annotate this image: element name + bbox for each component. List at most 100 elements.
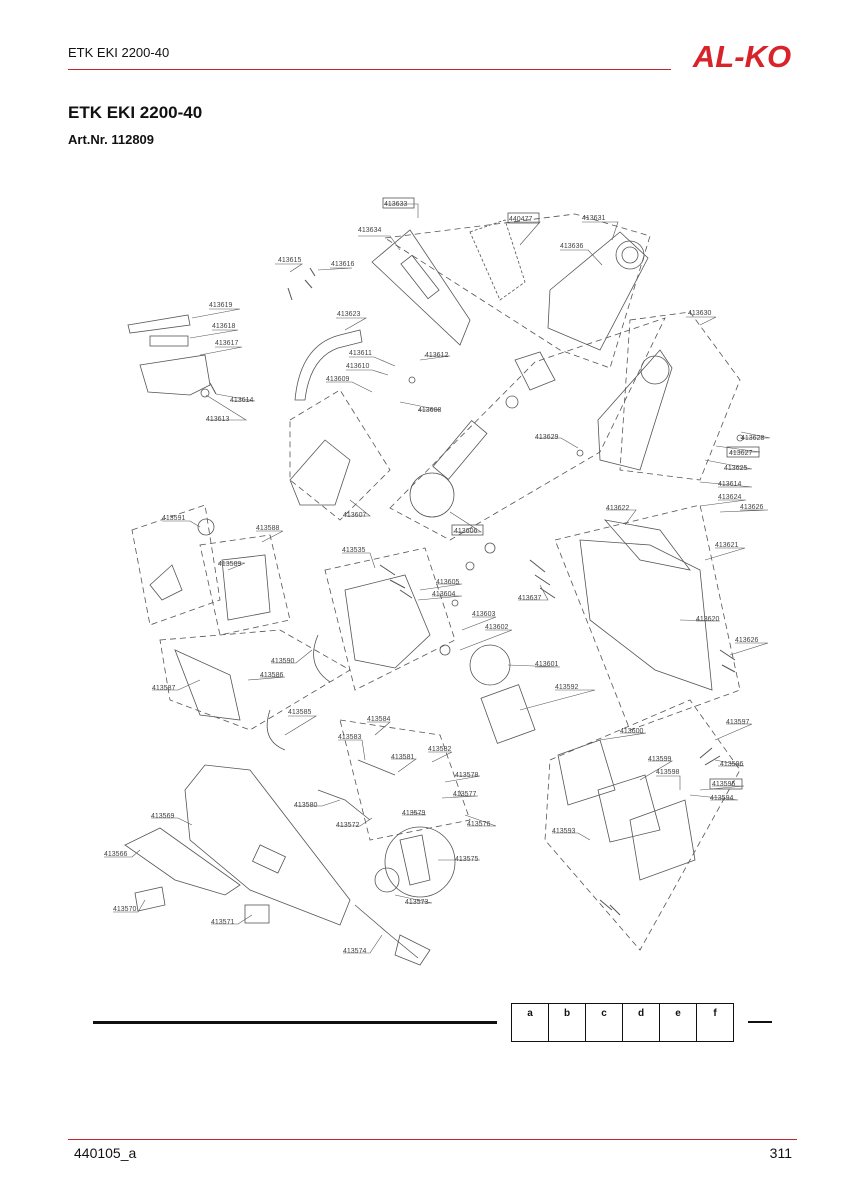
- brake-lever: [317, 789, 371, 821]
- field-coil: [597, 774, 661, 843]
- chain-bar: [371, 229, 471, 346]
- part-label-413616: 413616: [331, 261, 354, 268]
- part-label-413574: 413574: [343, 948, 366, 955]
- oil-tank-guard: [514, 351, 556, 391]
- part-label-413572: 413572: [336, 822, 359, 829]
- part-label-413628: 413628: [741, 435, 764, 442]
- part-label-413593: 413593: [552, 828, 575, 835]
- page-number: 311: [769, 1145, 792, 1161]
- drive-cover: [597, 349, 673, 471]
- part-label-413576: 413576: [467, 821, 490, 828]
- vent-grille: [251, 844, 287, 874]
- part-label-413614: 413614: [230, 397, 253, 404]
- part-label-413625: 413625: [724, 465, 747, 472]
- logo-text: AL-KO: [692, 40, 791, 72]
- motor-stator: [480, 684, 536, 744]
- part-label-413600: 413600: [620, 728, 643, 735]
- part-label-413604: 413604: [432, 591, 455, 598]
- handle-plate: [127, 314, 191, 334]
- header-rule: [68, 69, 671, 70]
- part-label-413603: 413603: [472, 611, 495, 618]
- part-label-413594: 413594: [710, 795, 733, 802]
- small-grille: [244, 904, 270, 924]
- group-outline-pump: [199, 534, 291, 636]
- part-label-413585: 413585: [288, 709, 311, 716]
- part-label-413623: 413623: [337, 311, 360, 318]
- nameplate: [134, 886, 166, 912]
- part-label-413620: 413620: [696, 616, 719, 623]
- part-label-413579: 413579: [402, 810, 425, 817]
- part-label-413596: 413596: [720, 761, 743, 768]
- part-label-413619: 413619: [209, 302, 232, 309]
- part-label-413612: 413612: [425, 352, 448, 359]
- cord-strain-relief: [374, 867, 400, 893]
- part-label-413633: 413633: [384, 201, 407, 208]
- screws: [209, 267, 736, 916]
- group-outline-oil: [289, 389, 391, 521]
- part-label-413583: 413583: [338, 734, 361, 741]
- part-label-413599: 413599: [648, 756, 671, 763]
- bar-slot: [400, 254, 440, 300]
- legend-cell-d: d: [622, 1003, 660, 1042]
- oil-tank: [221, 554, 271, 621]
- spur-gear: [409, 472, 455, 518]
- part-label-413608: 413608: [418, 407, 441, 414]
- part-label-413598: 413598: [656, 769, 679, 776]
- part-label-413614-b: 413614: [718, 481, 741, 488]
- group-outline-oil-line: [159, 629, 351, 731]
- part-label-413569: 413569: [151, 813, 174, 820]
- part-label-413571: 413571: [211, 919, 234, 926]
- part-label-413624: 413624: [718, 494, 741, 501]
- group-outline-motor: [544, 699, 741, 951]
- housing-side-cover: [124, 827, 241, 896]
- part-label-413580: 413580: [294, 802, 317, 809]
- part-label-413607: 413607: [343, 512, 366, 519]
- part-label-413602: 413602: [485, 624, 508, 631]
- housing-shell-left: [184, 764, 351, 926]
- tank-cap: [197, 518, 215, 536]
- part-label-413629: 413629: [535, 434, 558, 441]
- oil-pump-bracket: [289, 439, 351, 506]
- motor-housing: [579, 539, 713, 691]
- part-label-413631: 413631: [582, 215, 605, 222]
- armature: [469, 644, 511, 686]
- footer-rule: [68, 1139, 797, 1140]
- saw-chain: [469, 219, 526, 301]
- part-label-413575: 413575: [455, 856, 478, 863]
- gear-housing: [344, 574, 431, 669]
- drive-spool: [640, 355, 670, 385]
- part-label-413609: 413609: [326, 376, 349, 383]
- part-label-413630: 413630: [688, 310, 711, 317]
- part-label-413582: 413582: [428, 746, 451, 753]
- chain-cover: [547, 231, 649, 351]
- part-label-413622: 413622: [606, 505, 629, 512]
- part-label-413634: 413634: [358, 227, 381, 234]
- part-label-413615: 413615: [278, 257, 301, 264]
- group-outline-bar: [389, 317, 666, 541]
- oil-hose: [313, 634, 331, 683]
- part-label-413605: 413605: [436, 579, 459, 586]
- cover-knob: [615, 240, 645, 270]
- group-outline-tank: [131, 504, 221, 626]
- handle-switch-grip: [139, 354, 211, 396]
- legend-rule: [93, 1021, 497, 1024]
- plug: [394, 934, 431, 966]
- part-label-413570: 413570: [113, 906, 136, 913]
- part-label-413578: 413578: [455, 772, 478, 779]
- front-handle: [294, 329, 363, 401]
- part-label-413601: 413601: [535, 661, 558, 668]
- group-outline-gear: [324, 547, 456, 691]
- part-label-413606: 413606: [454, 528, 477, 535]
- part-label-413610: 413610: [346, 363, 369, 370]
- part-label-413566: 413566: [104, 851, 127, 858]
- part-label-413613: 413613: [206, 416, 229, 423]
- part-label-413592: 413592: [555, 684, 578, 691]
- legend-dash: [748, 1021, 772, 1023]
- part-labels: 413633 440477 413631 413634 413636 41361…: [104, 201, 764, 955]
- legend-cell-a: a: [511, 1003, 549, 1042]
- pump-line: [266, 709, 286, 751]
- part-label-413587: 413587: [152, 685, 175, 692]
- part-label-413618: 413618: [212, 323, 235, 330]
- legend-cell-c: c: [585, 1003, 623, 1042]
- handle-pad: [149, 335, 189, 347]
